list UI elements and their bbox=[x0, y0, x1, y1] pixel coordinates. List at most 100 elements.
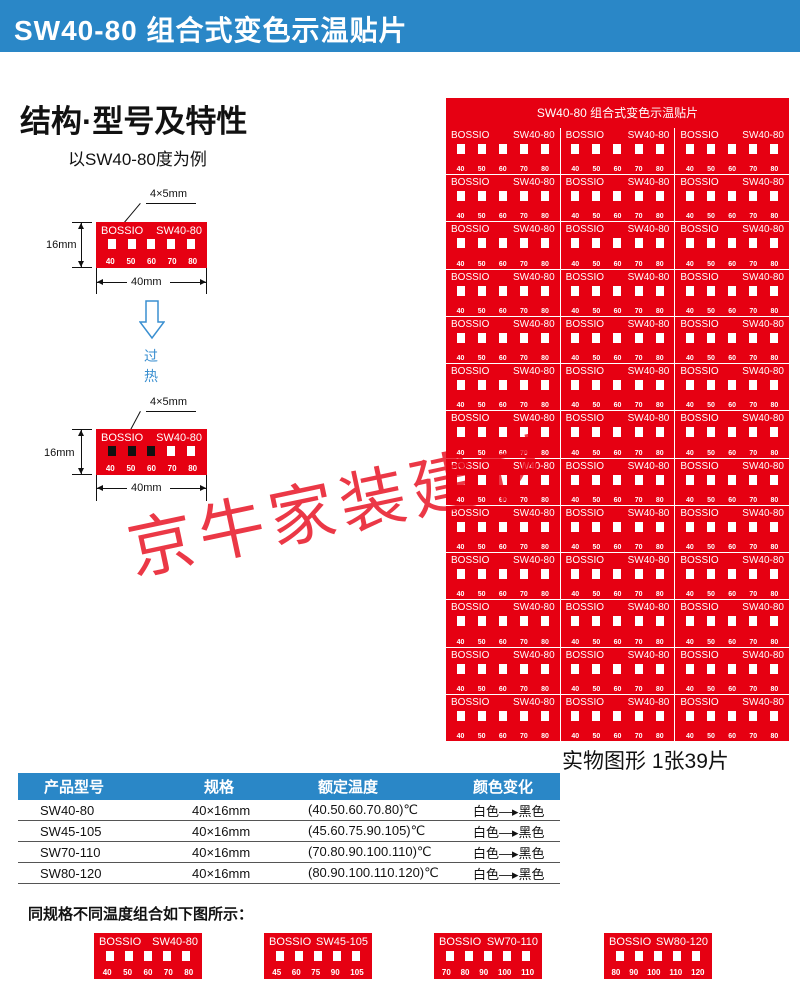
label-brand: BOSSIO bbox=[565, 555, 605, 567]
indicator-cell bbox=[749, 332, 758, 343]
indicator-cell bbox=[571, 238, 580, 249]
label-brand: BOSSIO bbox=[680, 413, 719, 425]
table-cell: SW80-120 bbox=[18, 862, 192, 884]
indicator-cell bbox=[541, 238, 550, 249]
indicator-cell bbox=[749, 144, 758, 154]
label-model: SW40-80 bbox=[742, 696, 784, 708]
label-brand: BOSSIO bbox=[565, 460, 605, 472]
indicator-cell bbox=[655, 380, 664, 391]
indicator-cell bbox=[685, 663, 694, 674]
temp-value: 40 bbox=[571, 544, 580, 552]
temp-value: 40 bbox=[456, 307, 465, 315]
indicator-cell bbox=[167, 446, 176, 456]
label-brand: BOSSIO bbox=[451, 130, 490, 141]
temp-value: 70 bbox=[749, 402, 758, 410]
temp-value: 60 bbox=[728, 685, 737, 693]
label-brand: BOSSIO bbox=[451, 177, 490, 189]
temp-value: 80 bbox=[541, 591, 549, 599]
table-cell: 40×16mm bbox=[192, 800, 308, 821]
indicator-cell bbox=[498, 427, 507, 438]
indicator-cell bbox=[685, 332, 694, 343]
temp-value: 60 bbox=[498, 544, 507, 552]
indicator-cell bbox=[634, 238, 643, 249]
temp-value: 50 bbox=[477, 355, 486, 363]
indicator-cell bbox=[313, 951, 322, 961]
height-ext-bottom bbox=[72, 267, 92, 268]
temp-value: 80 bbox=[460, 968, 470, 977]
label-brand: BOSSIO bbox=[565, 696, 605, 708]
indicator-cell bbox=[655, 427, 664, 438]
indicator-cell bbox=[541, 663, 550, 674]
height-dimension-line-heated bbox=[81, 430, 82, 474]
heat-label-2: 热 bbox=[144, 368, 158, 384]
temp-value: 50 bbox=[592, 355, 601, 363]
indicator-cell bbox=[477, 144, 486, 154]
temp-value: 50 bbox=[592, 685, 601, 693]
label-cells bbox=[565, 521, 671, 532]
indicator-cell bbox=[592, 710, 601, 721]
temp-value: 70 bbox=[520, 307, 528, 315]
temp-value: 50 bbox=[707, 213, 715, 221]
indicator-cell bbox=[352, 951, 361, 961]
temp-value: 80 bbox=[655, 685, 664, 693]
temp-value: 40 bbox=[685, 355, 694, 363]
temp-value: 40 bbox=[571, 496, 580, 504]
width-arrow-right bbox=[200, 279, 206, 285]
label-cells bbox=[450, 710, 556, 721]
temp-value: 60 bbox=[613, 733, 622, 740]
label-cells bbox=[565, 238, 671, 249]
label-cells bbox=[565, 144, 671, 154]
temp-value: 70 bbox=[634, 260, 643, 268]
label-cells bbox=[565, 332, 671, 343]
indicator-cell bbox=[503, 951, 512, 961]
label-cells bbox=[450, 238, 556, 249]
temp-value: 70 bbox=[520, 638, 528, 646]
label-model: SW40-80 bbox=[627, 460, 670, 472]
temp-value: 80 bbox=[541, 355, 549, 363]
temp-value: 40 bbox=[685, 449, 694, 457]
height-ext-bottom-heated bbox=[72, 474, 92, 475]
temp-value: 40 bbox=[685, 213, 694, 221]
indicator-cell bbox=[498, 332, 507, 343]
indicator-cell bbox=[685, 427, 694, 438]
label-brand: BOSSIO bbox=[609, 936, 652, 948]
height-arrow-down bbox=[78, 261, 84, 267]
indicator-cell bbox=[655, 663, 664, 674]
temp-value: 40 bbox=[685, 260, 694, 268]
table-row: SW70-110 40×16mm (70.80.90.100.110)℃ 白色—… bbox=[18, 841, 560, 863]
temp-value: 70 bbox=[441, 968, 451, 977]
temp-value: 80 bbox=[770, 307, 779, 315]
indicator-cell bbox=[571, 380, 580, 391]
label-cells bbox=[450, 380, 556, 391]
table-row: SW40-80 40×16mm (40.50.60.70.80)℃ 白色—▸黑色 bbox=[18, 800, 560, 821]
indicator-cell bbox=[749, 710, 758, 721]
label-cells bbox=[679, 332, 785, 343]
label-model: SW40-80 bbox=[512, 318, 555, 330]
indicator-cell bbox=[498, 474, 507, 485]
temp-value: 80 bbox=[541, 685, 549, 693]
temp-value: 70 bbox=[520, 449, 528, 457]
table-row: SW45-105 40×16mm (45.60.75.90.105)℃ 白色—▸… bbox=[18, 820, 560, 842]
indicator-cell bbox=[571, 427, 580, 438]
temp-value: 70 bbox=[749, 449, 758, 457]
label-brand: BOSSIO bbox=[451, 555, 490, 567]
temp-value: 50 bbox=[592, 213, 601, 221]
indicator-cell bbox=[498, 144, 507, 154]
label-model: SW40-80 bbox=[742, 413, 784, 425]
label-brand: BOSSIO bbox=[101, 225, 144, 237]
label-cells bbox=[679, 144, 785, 154]
